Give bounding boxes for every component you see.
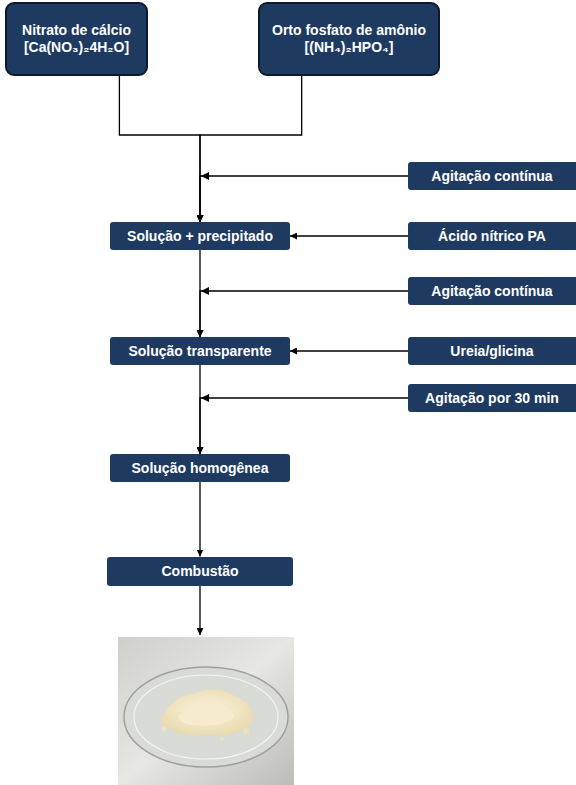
node-text: Ácido nítrico PA (438, 228, 546, 245)
flow-connector (200, 398, 408, 454)
process-box: Solução homogênea (110, 454, 290, 482)
flow-connector (290, 235, 408, 236)
reagent-box: Orto fosfato de amônio[(NH₄)₂HPO₄] (258, 2, 440, 76)
step-input-box: Ácido nítrico PA (408, 222, 576, 250)
reagent-box: Nitrato de cálcio[Ca(NO₃)₂4H₂O] (5, 2, 148, 76)
flow-connector (199, 482, 200, 557)
flow-connector (200, 76, 302, 222)
node-text: Agitação contínua (431, 283, 552, 300)
step-input-box: Agitação contínua (408, 162, 576, 190)
flow-connector (200, 291, 408, 337)
flow-connector (119, 76, 200, 222)
node-text: Ureia/glicina (450, 343, 533, 360)
node-text: [Ca(NO₃)₂4H₂O] (24, 39, 129, 56)
node-text: [(NH₄)₂HPO₄] (305, 39, 394, 56)
node-text: Combustão (162, 563, 239, 580)
step-input-box: Ureia/glicina (408, 337, 576, 365)
node-text: Nitrato de cálcio (22, 22, 131, 39)
process-box: Solução transparente (110, 337, 290, 365)
process-box: Combustão (107, 557, 293, 586)
flow-connector (200, 176, 408, 222)
node-text: Solução transparente (128, 343, 271, 360)
node-text: Orto fosfato de amônio (272, 22, 426, 39)
arrow-to-photo (199, 586, 200, 635)
node-text: Solução + precipitado (127, 228, 273, 245)
step-input-box: Agitação por 30 min (408, 384, 576, 412)
process-box: Solução + precipitado (110, 222, 290, 250)
powder-photo (118, 637, 294, 785)
step-input-box: Agitação contínua (408, 277, 576, 305)
node-text: Agitação contínua (431, 168, 552, 185)
node-text: Solução homogênea (132, 460, 269, 477)
flow-connector (290, 350, 408, 351)
node-text: Agitação por 30 min (425, 390, 559, 407)
